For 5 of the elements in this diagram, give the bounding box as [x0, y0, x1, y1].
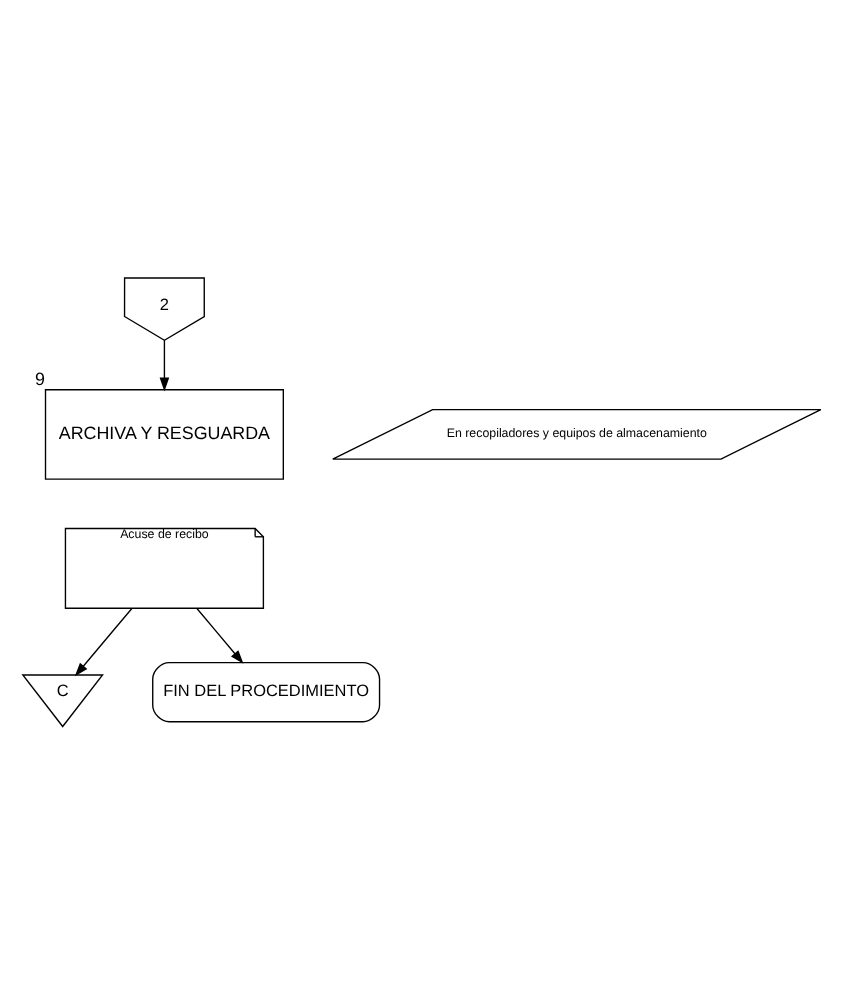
node-box: ARCHIVA Y RESGUARDA [44, 389, 284, 480]
node-label: 9 [35, 368, 45, 389]
arrow [74, 608, 133, 677]
arrow [196, 608, 244, 664]
arrow [159, 339, 170, 392]
